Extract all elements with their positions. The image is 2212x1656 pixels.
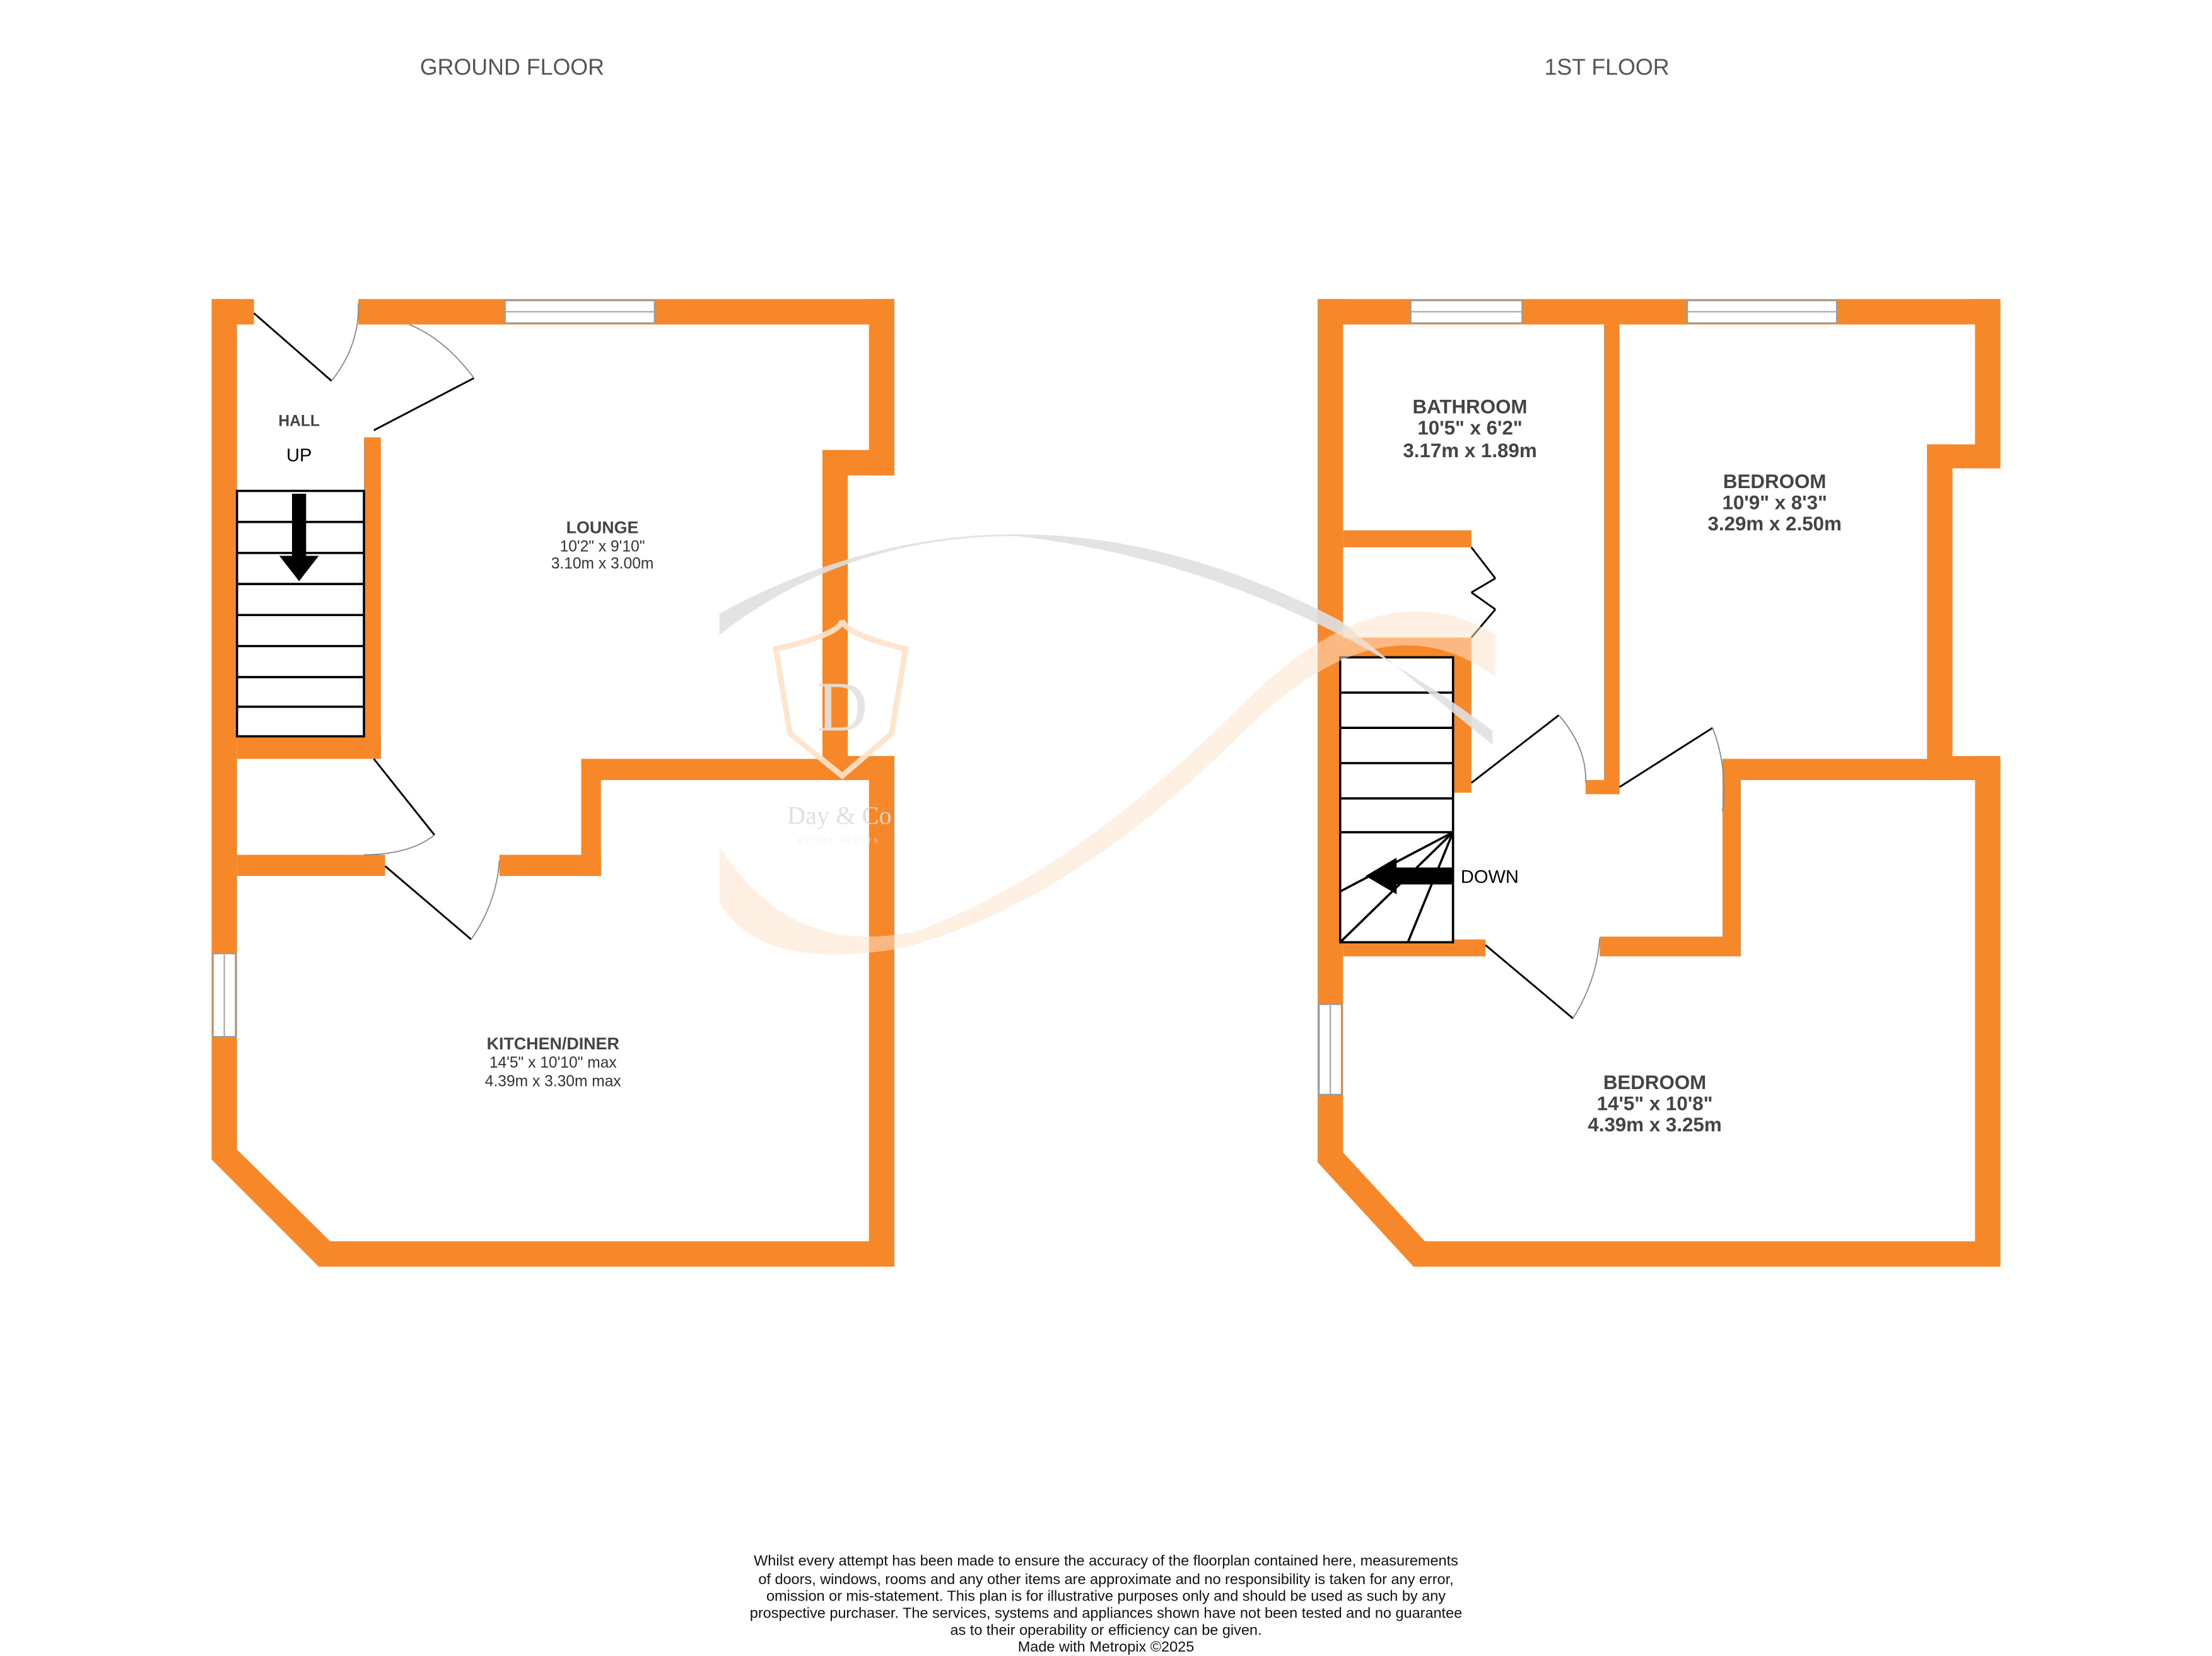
room-imperial: 10'9" x 8'3" (1722, 492, 1827, 514)
room-name: BATHROOM (1413, 395, 1528, 417)
watermark-letter: D (817, 668, 868, 747)
room-name-hall: HALL (278, 413, 320, 430)
first-floor-walls (1317, 299, 2001, 1267)
room-bedroom-2: BEDROOM 14'5" x 10'8" 4.39m x 3.25m (1588, 1071, 1721, 1136)
room-imperial: 14'5" x 10'10" max (489, 1054, 617, 1071)
room-imperial: 14'5" x 10'8" (1597, 1092, 1713, 1114)
room-metric: 4.39m x 3.25m (1588, 1114, 1721, 1136)
shield-icon (773, 619, 910, 780)
room-metric: 3.29m x 2.50m (1708, 513, 1842, 535)
made-with-credit: Made with Metropix ©2025 (1018, 1638, 1195, 1655)
disclaimer: Whilst every attempt has been made to en… (750, 1553, 1462, 1655)
stairs-first (1338, 656, 1454, 943)
watermark-tagline: ESTATE AGENTS (799, 837, 881, 843)
stairs-label-up: UP (286, 445, 312, 465)
floor-title-first: 1ST FLOOR (1544, 55, 1669, 80)
room-lounge: LOUNGE 10'2" x 9'10" 3.10m x 3.00m (551, 518, 654, 573)
room-name: KITCHEN/DINER (487, 1034, 619, 1053)
room-name: LOUNGE (566, 518, 639, 537)
room-imperial: 10'5" x 6'2" (1417, 417, 1522, 439)
arrow-left-icon (1366, 857, 1453, 895)
floor-title-ground: GROUND FLOOR (420, 55, 604, 80)
disclaimer-line: of doors, windows, rooms and any other i… (758, 1571, 1453, 1587)
disclaimer-line: prospective purchaser. The services, sys… (750, 1605, 1462, 1621)
stairs-ground (235, 489, 365, 738)
disclaimer-line: Whilst every attempt has been made to en… (754, 1553, 1458, 1569)
room-bedroom-1: BEDROOM 10'9" x 8'3" 3.29m x 2.50m (1708, 470, 1842, 535)
room-metric: 3.10m x 3.00m (551, 555, 654, 572)
doors (253, 303, 500, 940)
ground-floor-walls (211, 299, 895, 1267)
room-kitchen-diner: KITCHEN/DINER 14'5" x 10'10" max 4.39m x… (485, 1034, 622, 1090)
room-metric: 4.39m x 3.30m max (485, 1073, 622, 1090)
room-imperial: 10'2" x 9'10" (560, 539, 645, 556)
watermark-brand: Day & Co (787, 801, 891, 829)
room-bathroom: BATHROOM 10'5" x 6'2" 3.17m x 1.89m (1403, 395, 1536, 461)
stairs-label-down: DOWN (1461, 867, 1519, 887)
watermark-swoosh-orange (719, 611, 1495, 955)
watermark: D Day & Co ESTATE AGENTS (719, 534, 1495, 955)
room-metric: 3.17m x 1.89m (1403, 440, 1536, 462)
disclaimer-line: omission or mis-statement. This plan is … (766, 1588, 1446, 1604)
room-name: BEDROOM (1603, 1071, 1706, 1093)
room-name: BEDROOM (1723, 470, 1826, 493)
arrow-down-icon (279, 493, 319, 581)
doors (1470, 547, 1725, 1020)
disclaimer-line: as to their operability or efficiency ca… (951, 1621, 1262, 1638)
